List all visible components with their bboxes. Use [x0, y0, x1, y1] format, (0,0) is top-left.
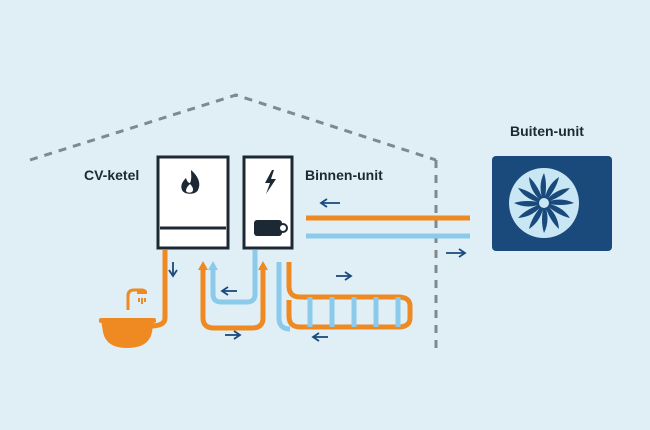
arrow-left-floor-icon: [311, 332, 328, 342]
flame-icon: [181, 170, 200, 194]
flow-arrows: [168, 198, 467, 342]
binnen-unit-device: [242, 155, 294, 250]
arrow-left-hot-icon: [319, 198, 340, 208]
arrow-right-cold-icon: [446, 248, 467, 258]
pipe-arrow-heads: [198, 261, 268, 270]
cv-ketel-unit: [156, 155, 230, 250]
binnen-unit-label: Binnen-unit: [305, 167, 383, 183]
display-panel: [254, 220, 282, 236]
arrow-down-icon: [168, 262, 178, 278]
lightning-icon: [265, 170, 276, 194]
arrow-right-icon: [225, 330, 242, 340]
buiten-unit-device: [492, 156, 612, 251]
connection-pipes: [149, 250, 266, 331]
house-outline: [29, 93, 438, 352]
outdoor-pipes: [306, 215, 470, 239]
underfloor-heating-coil: [276, 262, 413, 332]
arrow-right-floor-icon: [336, 271, 353, 281]
cv-ketel-label: CV-ketel: [84, 167, 140, 183]
buiten-unit-label: Buiten-unit: [510, 123, 584, 139]
bathtub-shower-icon: [99, 288, 156, 348]
fan-icon: [514, 173, 574, 233]
arrow-left-icon: [220, 286, 237, 296]
